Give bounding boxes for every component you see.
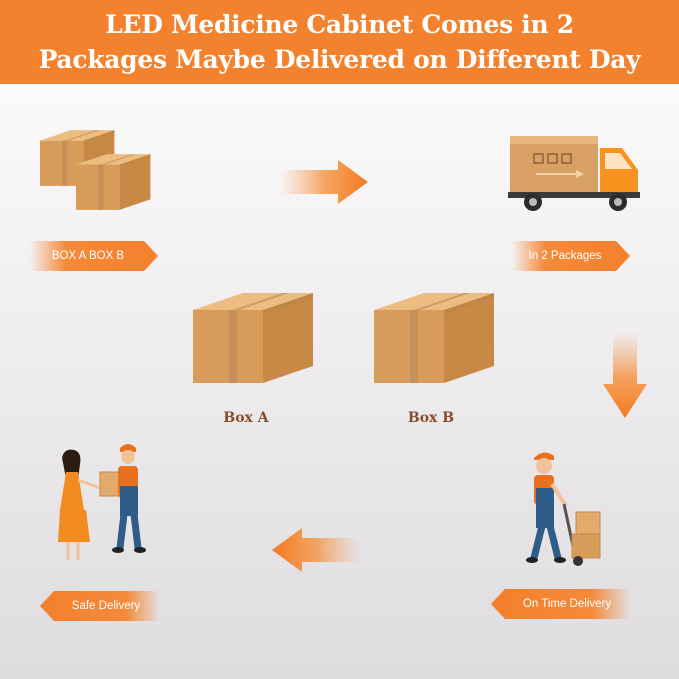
boxes-tag: BOX A BOX B xyxy=(30,241,158,271)
box-a-icon xyxy=(193,293,313,383)
banner-line-2: Packages Maybe Delivered on Different Da… xyxy=(38,45,641,74)
arrow-left-icon xyxy=(272,528,360,572)
on-time-tag-label: On Time Delivery xyxy=(522,598,612,610)
on-time-tag: On Time Delivery xyxy=(491,589,631,619)
two-boxes-icon xyxy=(40,130,151,210)
header-banner: LED Medicine Cabinet Comes in 2 Packages… xyxy=(0,0,679,84)
packages-tag: In 2 Packages xyxy=(512,241,630,271)
safe-delivery-tag-label: Safe Delivery xyxy=(71,600,141,612)
arrow-down-icon xyxy=(603,332,647,418)
box-b-label: Box B xyxy=(407,410,455,426)
packages-tag-label: In 2 Packages xyxy=(528,250,602,262)
safe-delivery-tag: Safe Delivery xyxy=(40,591,160,621)
banner-line-1: LED Medicine Cabinet Comes in 2 xyxy=(105,10,574,39)
delivery-truck-icon xyxy=(508,136,640,211)
box-a-label: Box A xyxy=(223,410,269,426)
package-handover-icon xyxy=(58,444,146,560)
arrow-right-icon xyxy=(280,160,368,204)
delivery-man-icon xyxy=(526,452,601,566)
boxes-tag-label: BOX A BOX B xyxy=(51,250,125,262)
box-b-icon xyxy=(374,293,494,383)
